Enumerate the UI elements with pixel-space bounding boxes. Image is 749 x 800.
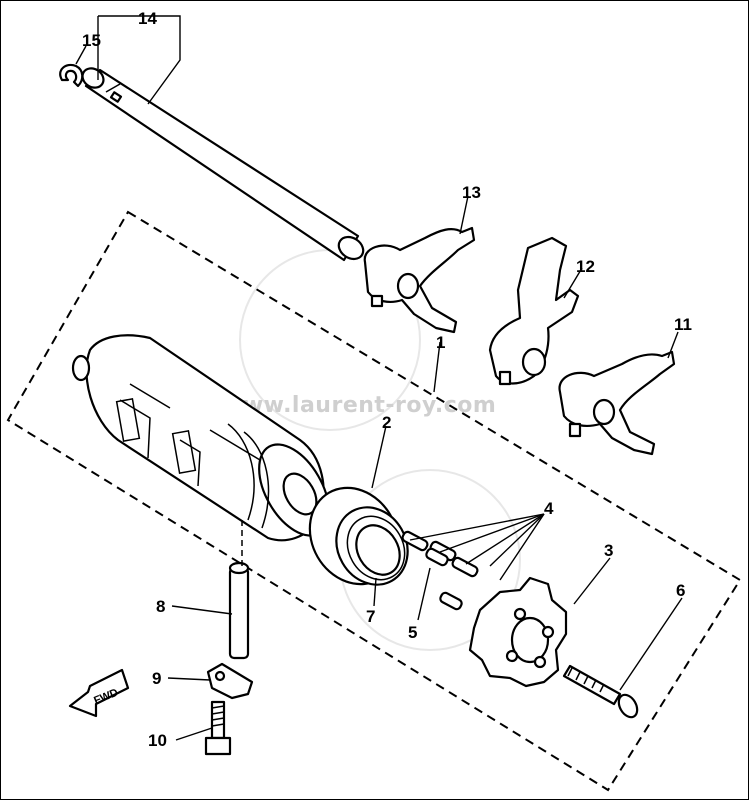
shift-fork-shaft	[81, 67, 365, 262]
assembly-boundary	[6, 210, 742, 792]
shift-fork-13	[363, 226, 476, 334]
screw	[562, 664, 639, 719]
callout-15: 15	[82, 31, 101, 50]
callout-7: 7	[366, 607, 375, 626]
bearing	[308, 486, 409, 586]
dowel-pins	[401, 530, 479, 611]
cam-follower-pin	[228, 520, 250, 660]
shift-fork-12	[488, 236, 580, 386]
callout-8: 8	[156, 597, 165, 616]
callout-11: 11	[674, 315, 692, 334]
callout-13: 13	[462, 183, 481, 202]
callout-12: 12	[576, 257, 595, 276]
circlip	[59, 63, 84, 88]
callout-1: 1	[436, 333, 445, 352]
shift-fork-11	[558, 350, 676, 456]
leader-lines	[75, 15, 683, 741]
callout-14: 14	[138, 9, 157, 28]
shift-drum-segment	[468, 576, 568, 688]
callout-10: 10	[148, 731, 167, 750]
stopper-plate	[206, 662, 254, 700]
shift-drum	[71, 334, 330, 542]
callout-6: 6	[676, 581, 685, 600]
callout-2: 2	[382, 413, 391, 432]
callout-4: 4	[544, 499, 554, 518]
forward-arrow-icon: FWD	[68, 668, 130, 718]
callout-3: 3	[604, 541, 613, 560]
callout-5: 5	[408, 623, 417, 642]
callout-9: 9	[152, 669, 161, 688]
bolt	[204, 700, 232, 756]
